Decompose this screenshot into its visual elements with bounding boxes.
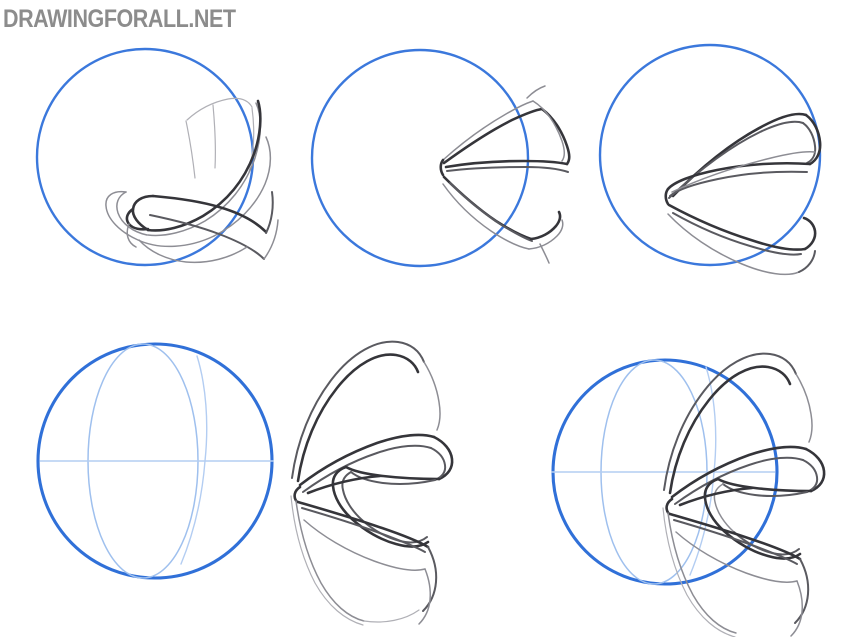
step-1-underlay-upper bbox=[186, 97, 253, 121]
step-5-detailed-beak bbox=[290, 340, 454, 626]
step-5-lower-right-edge bbox=[422, 546, 438, 612]
step-5-culmen-top bbox=[298, 433, 436, 487]
step-6-inner-hook-2 bbox=[713, 483, 735, 533]
step-3-culmen-inner bbox=[668, 120, 804, 199]
step-5-upper-tip-cap bbox=[432, 435, 454, 481]
step-2-lower-tip-cap-outer bbox=[528, 219, 564, 250]
step-6-throat-line bbox=[678, 486, 754, 507]
step-1-chin-line bbox=[126, 223, 137, 248]
step-5-hook-tip bbox=[350, 517, 430, 548]
step-5-brow-right bbox=[423, 361, 441, 431]
step-6-lower-mandible-top-2 bbox=[673, 519, 798, 565]
step-5-lower-mandible-underside bbox=[303, 519, 426, 571]
step-6-brow-right bbox=[795, 373, 813, 443]
step-3-upper-tip-2 bbox=[802, 122, 817, 164]
step-3-guide-circle bbox=[598, 43, 822, 267]
step-4-panel bbox=[36, 342, 274, 580]
step-2-upper-mandible-lower-edge bbox=[444, 159, 569, 169]
step-5-inner-hook bbox=[331, 465, 354, 521]
step-6-culmen-top-2 bbox=[674, 456, 804, 505]
step-3-gape-upper bbox=[666, 161, 812, 191]
step-2-upper-arm-inner bbox=[442, 107, 544, 165]
step-3-lower-mandible-top bbox=[667, 203, 807, 251]
step-2-upper-mandible-lower-edge-2 bbox=[446, 166, 569, 173]
step-5-upper-tip-cap-2 bbox=[430, 447, 447, 481]
step-5-upper-outer-silhouette bbox=[291, 340, 425, 479]
step-6-gape-return bbox=[716, 477, 813, 493]
step-1-underlay-vertical-a bbox=[185, 120, 196, 179]
step-1-lower-mandible-edge bbox=[149, 214, 265, 260]
step-6-gape-return-2 bbox=[722, 483, 808, 497]
step-6-chin-outer-2 bbox=[662, 507, 736, 637]
step-1-outer-contour-bottom-right bbox=[213, 136, 272, 237]
step-3-lower-tip-2 bbox=[798, 250, 816, 273]
step-3-lower-mandible-under bbox=[667, 213, 800, 276]
step-6-upper-tip-cap bbox=[804, 447, 826, 493]
step-3-lower-tip bbox=[802, 216, 817, 251]
step-6-culmen-top bbox=[670, 445, 808, 499]
step-2-upper-tip-cap-outer bbox=[532, 100, 565, 162]
step-6-lower-right-edge bbox=[794, 558, 810, 624]
step-5-lower-right-edge-2 bbox=[418, 568, 431, 625]
step-3-upper-tip bbox=[804, 113, 822, 166]
step-3-panel bbox=[598, 43, 822, 276]
step-1-underlay-vertical-b bbox=[212, 104, 216, 169]
step-2-guide-circle bbox=[310, 48, 530, 268]
step-2-lower-arm-outer bbox=[442, 183, 530, 250]
step-1-underlay-vertical-c bbox=[248, 107, 255, 173]
step-6-detailed-beak bbox=[662, 352, 826, 637]
step-2-mouth-corner bbox=[439, 158, 445, 177]
step-5-gape-return-2 bbox=[350, 471, 436, 485]
step-1-gape-line bbox=[151, 194, 268, 234]
step-2-lower-tip-whisker bbox=[539, 243, 550, 264]
step-1-outer-contour-lower-left bbox=[116, 191, 148, 236]
step-1-right-edge-upper bbox=[265, 191, 274, 234]
step-6-panel bbox=[551, 352, 826, 637]
step-5-culmen-top-2 bbox=[302, 444, 432, 493]
step-2-lower-tip-cap bbox=[529, 210, 562, 241]
step-6-upper-outer-silhouette bbox=[663, 352, 797, 491]
step-2-lower-arm-inner-2 bbox=[449, 182, 533, 242]
step-6-inner-hook bbox=[703, 477, 726, 533]
step-5-chin-bottom bbox=[363, 609, 420, 623]
step-3-upper-inner-line bbox=[671, 151, 816, 193]
step-5-throat-line bbox=[306, 474, 382, 495]
step-6-hook-tip bbox=[722, 529, 802, 560]
step-1-outer-contour-bottom bbox=[105, 190, 215, 248]
step-2-beak-wedge bbox=[439, 85, 571, 264]
step-6-upper-tip-cap-2 bbox=[802, 459, 819, 493]
step-3-refined-beak bbox=[664, 112, 822, 276]
step-6-chin-outer bbox=[667, 512, 737, 634]
step-5-inner-hook-2 bbox=[341, 471, 363, 521]
step-1-lower-jaw-underside bbox=[138, 239, 248, 264]
step-4-meridian-secondary bbox=[180, 355, 208, 565]
step-5-upper-outer-silhouette-inner bbox=[296, 353, 420, 483]
step-5-panel bbox=[290, 340, 454, 626]
step-2-panel bbox=[310, 48, 571, 268]
step-3-gape-upper-2 bbox=[669, 170, 808, 197]
step-1-right-edge-lower bbox=[263, 219, 279, 260]
step-5-chin-outer bbox=[295, 500, 365, 622]
step-3-lower-mandible-top-2 bbox=[672, 212, 802, 256]
step-6-upper-outer-silhouette-inner bbox=[668, 365, 792, 495]
step-5-chin-outer-2 bbox=[290, 495, 364, 626]
step-2-upper-tip-whisker bbox=[526, 85, 546, 99]
step-5-gape-return bbox=[344, 465, 441, 481]
watermark-label: DRAWINGFORALL.NET bbox=[3, 4, 236, 32]
step-1-beak-sketch bbox=[105, 97, 279, 264]
step-6-lower-mandible-top bbox=[668, 512, 802, 561]
step-3-mouth-corner bbox=[664, 187, 670, 206]
step-6-lower-right-edge-2 bbox=[790, 580, 803, 637]
step-2-upper-arm-outer bbox=[442, 100, 534, 161]
step-5-lower-mandible-top bbox=[296, 500, 430, 549]
step-6-lower-mandible-underside bbox=[675, 531, 798, 583]
step-5-lower-mandible-top-2 bbox=[301, 507, 426, 553]
step-1-panel bbox=[35, 47, 279, 267]
step-1-upper-mandible-ridge bbox=[146, 99, 262, 232]
